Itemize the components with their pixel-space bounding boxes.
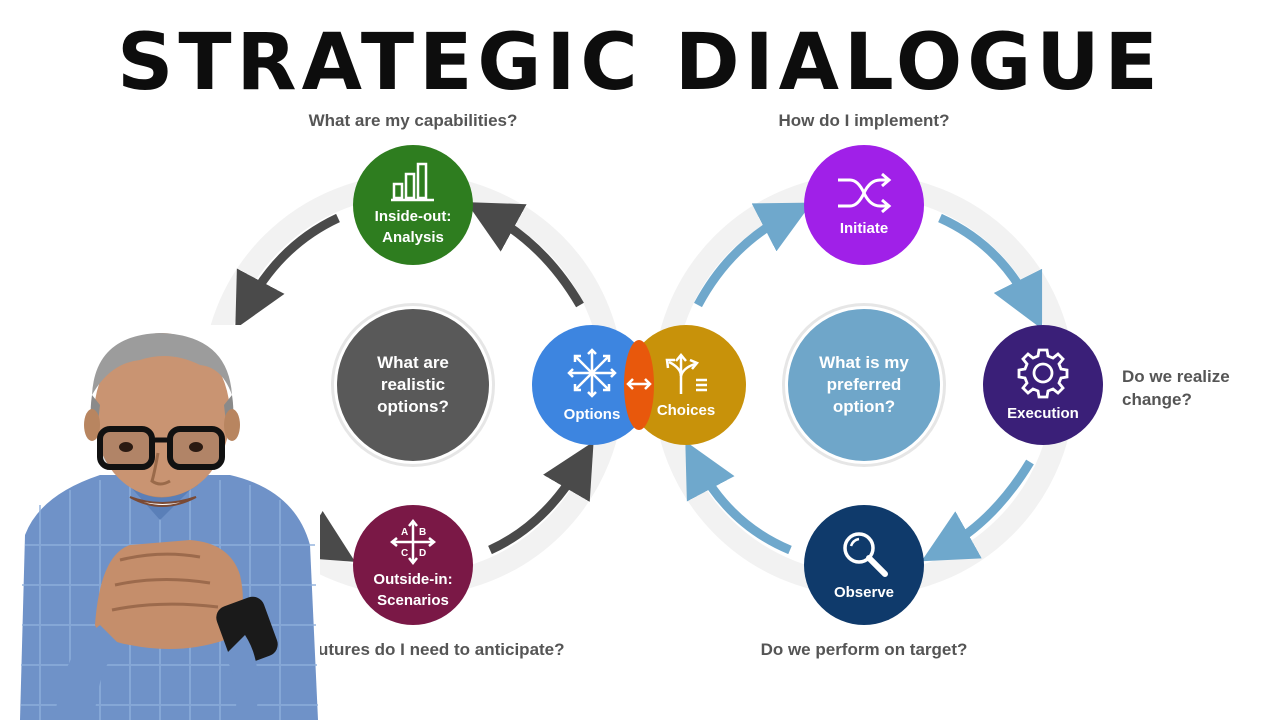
right-center-question: What is my preferred option? <box>785 306 943 464</box>
node-label-choices: Choices <box>656 401 716 419</box>
question-perform: Do we perform on target? <box>760 640 968 659</box>
split-arrows-icon <box>665 352 707 394</box>
expand-arrows-icon <box>567 347 617 398</box>
node-inside-out-analysis: Inside-out: Analysis <box>353 145 473 265</box>
node-initiate: Initiate <box>804 145 924 265</box>
question-implement: How do I implement? <box>778 111 950 130</box>
node-label-options: Options <box>563 405 621 423</box>
node-label-observe: Observe <box>833 583 895 601</box>
abcd-label-c: C <box>401 548 408 559</box>
node-label-inside-out: Inside-out: Analysis <box>374 208 452 246</box>
gear-icon <box>1017 348 1069 398</box>
question-realize-change: Do we realize change? <box>1122 367 1230 409</box>
node-label-initiate: Initiate <box>839 219 889 237</box>
left-center-text: What are realistic options? <box>377 353 449 416</box>
left-center-question: What are realistic options? <box>334 306 492 464</box>
shuffle-icon <box>838 172 892 213</box>
arrow-analysis-to-searchlight <box>235 213 340 329</box>
abcd-label-a: A <box>401 527 408 538</box>
node-label-execution: Execution <box>1007 404 1079 422</box>
node-outside-in-scenarios: A B C D Outside-in: Scenarios <box>353 505 473 625</box>
node-label-outside-in: Outside-in: Scenarios <box>373 571 453 609</box>
abcd-label-d: D <box>419 548 426 559</box>
right-center-text: What is my preferred option? <box>819 353 909 416</box>
arrow-execution-to-observe <box>921 459 1034 562</box>
node-execution: Execution <box>983 325 1103 445</box>
presenter-photo <box>0 325 320 720</box>
bar-chart-icon <box>391 162 434 202</box>
arrow-choices-to-initiate <box>694 202 812 308</box>
question-futures: utures do I need to anticipate? <box>318 640 565 659</box>
arrow-observe-to-choices <box>685 441 792 555</box>
compass-abcd-icon: A B C D <box>389 519 437 565</box>
node-observe: Observe <box>804 505 924 625</box>
arrow-initiate-to-execution <box>938 213 1043 330</box>
abcd-label-b: B <box>419 527 426 538</box>
question-capabilities: What are my capabilities? <box>308 111 518 130</box>
magnifier-icon <box>843 531 888 577</box>
arrow-options-to-analysis <box>466 202 584 308</box>
page-title: STRATEGIC DIALOGUE <box>117 18 1163 108</box>
arrow-scenarios-to-options <box>488 441 594 555</box>
bidirectional-arrow-icon <box>626 378 652 390</box>
